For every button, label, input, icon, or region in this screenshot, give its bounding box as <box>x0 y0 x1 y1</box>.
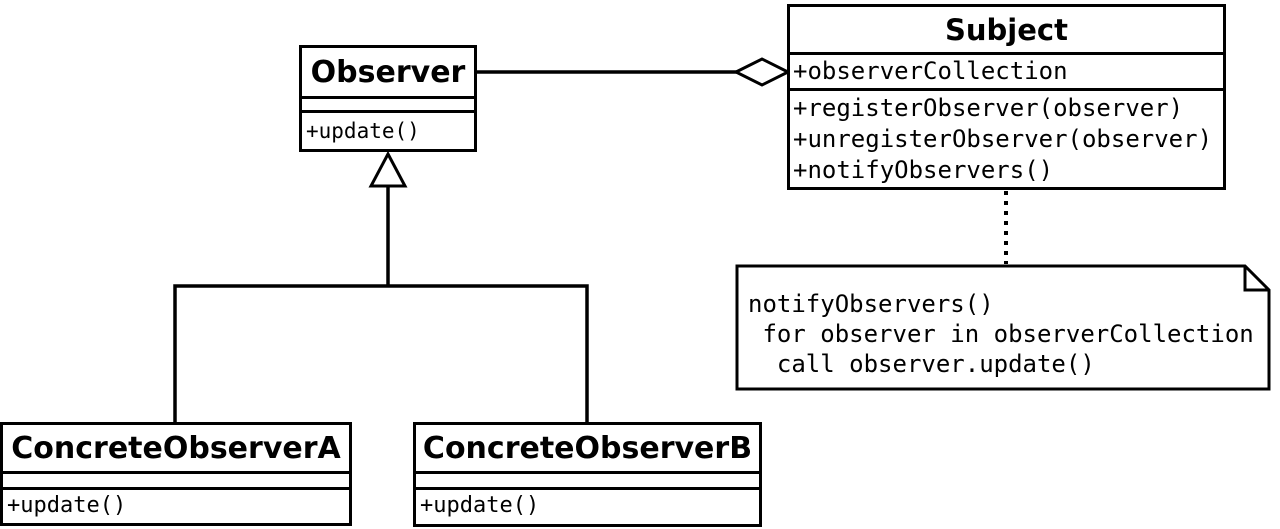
note-line: call observer.update() <box>748 350 1095 378</box>
method-label: +update() <box>306 119 420 143</box>
method-label: +update() <box>7 493 127 518</box>
method-label: +notifyObservers() <box>793 156 1054 184</box>
methods-compartment-observer: +update() <box>302 110 474 149</box>
methods-compartment-subject: +registerObserver(observer) +unregisterO… <box>790 88 1223 187</box>
method-label: +registerObserver(observer) <box>793 94 1184 122</box>
class-title-observer: Observer <box>310 54 466 90</box>
note-text: notifyObservers() for observer in observ… <box>737 266 1269 389</box>
class-box-concrete-observer-a: ConcreteObserverA +update() <box>0 422 352 526</box>
attribute-label: +observerCollection <box>793 57 1068 85</box>
attributes-compartment-observer <box>302 96 474 110</box>
class-box-subject: Subject +observerCollection +registerObs… <box>787 4 1226 190</box>
methods-compartment-concrete-observer-b: +update() <box>416 487 759 524</box>
class-box-observer: Observer +update() <box>299 45 477 152</box>
note-line: notifyObservers() <box>748 290 994 318</box>
methods-compartment-concrete-observer-a: +update() <box>3 487 349 523</box>
attributes-compartment-concrete-observer-a <box>3 471 349 487</box>
attributes-compartment-concrete-observer-b <box>416 471 759 487</box>
note-fold-icon <box>1243 266 1269 292</box>
aggregation-diamond-icon <box>732 57 792 87</box>
class-title-concrete-observer-b: ConcreteObserverB <box>422 430 753 466</box>
generalization-branch-line <box>173 284 589 423</box>
method-label: +unregisterObserver(observer) <box>793 125 1213 153</box>
note-box <box>735 264 1271 391</box>
attributes-compartment-subject: +observerCollection <box>790 52 1223 88</box>
generalization-triangle-icon <box>368 150 408 188</box>
method-label: +update() <box>420 493 540 518</box>
class-title-concrete-observer-a: ConcreteObserverA <box>11 430 341 466</box>
note-line: for observer in observerCollection <box>748 320 1254 348</box>
class-title-subject: Subject <box>945 12 1068 47</box>
class-box-concrete-observer-b: ConcreteObserverB +update() <box>413 422 762 527</box>
